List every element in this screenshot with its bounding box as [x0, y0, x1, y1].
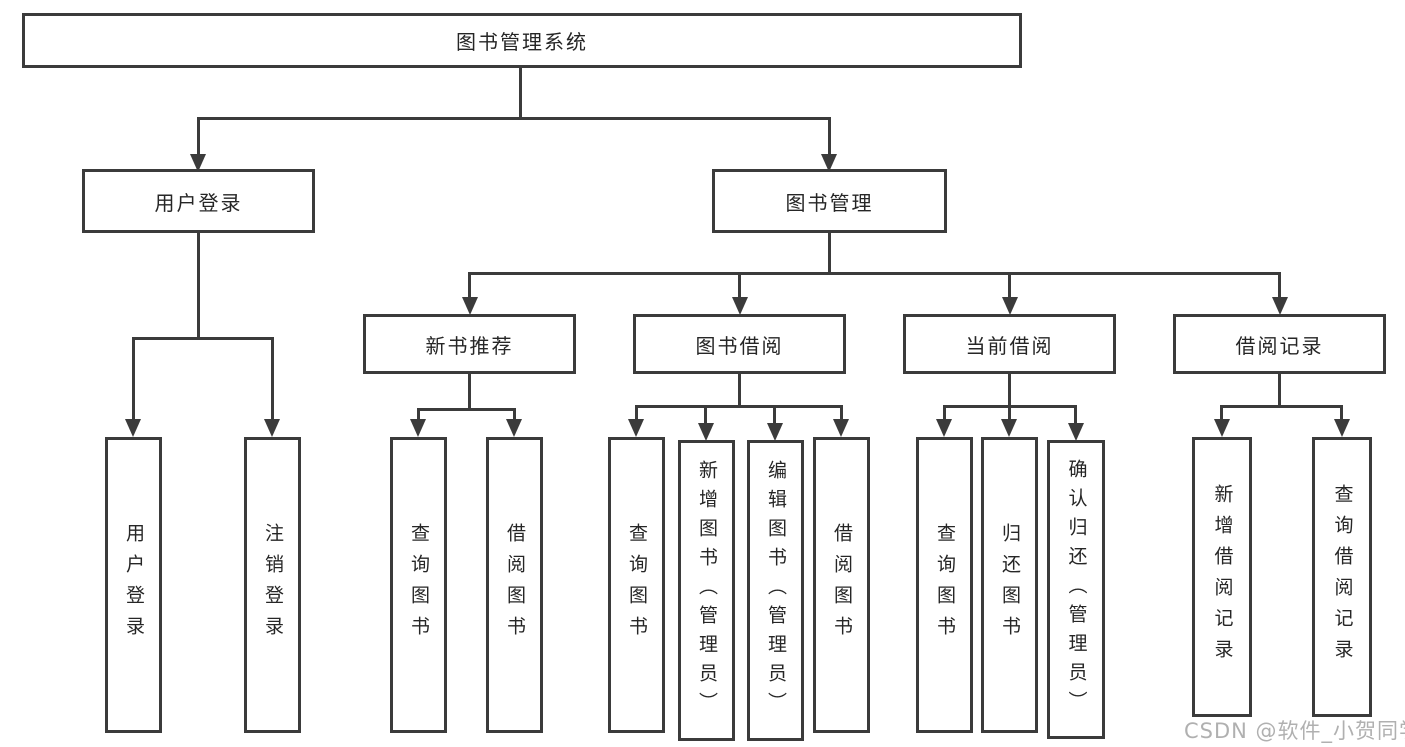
arrowhead-icon [506, 419, 522, 437]
leaf-label: 新增借阅记录 [1211, 484, 1234, 670]
node-leaf-logout: 注销登录 [244, 437, 301, 733]
node-root: 图书管理系统 [22, 13, 1022, 68]
connector-line [738, 373, 741, 407]
leaf-label: 确认归还（管理员） [1065, 459, 1088, 720]
arrowhead-icon [1214, 419, 1230, 437]
watermark-text: CSDN @软件_小贺同学 [1184, 719, 1405, 743]
node-leaf-add-book-admin: 新增图书（管理员） [678, 440, 735, 741]
connector-line [197, 117, 831, 120]
connector-line [468, 272, 471, 302]
node-new-book-recommend: 新书推荐 [363, 314, 576, 374]
connector-line [1340, 405, 1343, 423]
arrowhead-icon [462, 297, 478, 315]
leaf-label: 查询图书 [408, 523, 430, 647]
connector-line [468, 373, 471, 410]
node-leaf-edit-book-admin: 编辑图书（管理员） [747, 440, 804, 741]
connector-line [773, 405, 776, 423]
connector-line [417, 408, 516, 411]
node-current-borrowing-label: 当前借阅 [965, 333, 1054, 358]
node-leaf-query-borrow-record: 查询借阅记录 [1312, 437, 1372, 717]
leaf-label: 查询借阅记录 [1331, 484, 1354, 670]
leaf-label: 编辑图书（管理员） [765, 460, 787, 721]
connector-line [513, 408, 516, 423]
node-leaf-query-books-recommend: 查询图书 [390, 437, 447, 733]
connector-line [468, 272, 1281, 275]
leaf-label: 用户登录 [123, 523, 145, 647]
node-leaf-query-books-borrowing: 查询图书 [608, 437, 665, 733]
connector-line [1278, 272, 1281, 302]
node-book-management-label: 图书管理 [785, 190, 874, 215]
node-leaf-borrow-books-recommend: 借阅图书 [486, 437, 543, 733]
node-book-borrowing: 图书借阅 [633, 314, 846, 374]
connector-line [635, 405, 843, 408]
connector-line [704, 405, 707, 423]
connector-line [1008, 272, 1011, 302]
arrowhead-icon [1334, 419, 1350, 437]
node-current-borrowing: 当前借阅 [903, 314, 1116, 374]
leaf-label: 注销登录 [262, 523, 284, 647]
node-leaf-borrow-books: 借阅图书 [813, 437, 870, 733]
node-leaf-confirm-return-admin: 确认归还（管理员） [1047, 440, 1105, 739]
connector-line [1008, 373, 1011, 407]
arrowhead-icon [410, 419, 426, 437]
node-leaf-user-login: 用户登录 [105, 437, 162, 733]
node-leaf-return-books: 归还图书 [981, 437, 1038, 733]
connector-line [1008, 405, 1011, 423]
arrowhead-icon [190, 154, 206, 172]
leaf-label: 新增图书（管理员） [696, 460, 718, 721]
connector-line [840, 405, 843, 423]
connector-line [1278, 373, 1281, 407]
arrowhead-icon [1068, 423, 1084, 441]
node-user-login: 用户登录 [82, 169, 315, 233]
node-borrowing-records: 借阅记录 [1173, 314, 1386, 374]
connector-line [197, 117, 200, 159]
arrowhead-icon [125, 419, 141, 437]
arrowhead-icon [628, 419, 644, 437]
leaf-label: 查询图书 [934, 523, 956, 647]
node-user-login-label: 用户登录 [154, 190, 243, 215]
node-borrowing-records-label: 借阅记录 [1235, 333, 1324, 358]
arrowhead-icon [698, 423, 714, 441]
arrowhead-icon [936, 419, 952, 437]
connector-line [828, 117, 831, 159]
arrowhead-icon [264, 419, 280, 437]
connector-line [943, 405, 946, 423]
connector-line [132, 337, 274, 340]
leaf-label: 查询图书 [626, 523, 648, 647]
node-root-label: 图书管理系统 [456, 30, 588, 54]
arrowhead-icon [732, 297, 748, 315]
arrowhead-icon [767, 423, 783, 441]
connector-line [271, 337, 274, 423]
connector-line [197, 231, 200, 339]
leaf-label: 借阅图书 [831, 523, 853, 647]
connector-line [738, 272, 741, 302]
arrowhead-icon [821, 154, 837, 172]
node-book-borrowing-label: 图书借阅 [695, 333, 784, 358]
node-book-management: 图书管理 [712, 169, 947, 233]
node-new-book-recommend-label: 新书推荐 [425, 333, 514, 358]
arrowhead-icon [1272, 297, 1288, 315]
node-leaf-query-books-current: 查询图书 [916, 437, 973, 733]
leaf-label: 借阅图书 [504, 523, 526, 647]
connector-line [1220, 405, 1343, 408]
connector-line [519, 66, 522, 119]
connector-line [132, 337, 135, 423]
node-leaf-add-borrow-record: 新增借阅记录 [1192, 437, 1252, 717]
arrowhead-icon [1002, 297, 1018, 315]
arrowhead-icon [833, 419, 849, 437]
connector-line [417, 408, 420, 423]
arrowhead-icon [1001, 419, 1017, 437]
connector-line [828, 232, 831, 274]
leaf-label: 归还图书 [999, 523, 1021, 647]
connector-line [1220, 405, 1223, 423]
connector-line [635, 405, 638, 423]
connector-line [1074, 405, 1077, 423]
